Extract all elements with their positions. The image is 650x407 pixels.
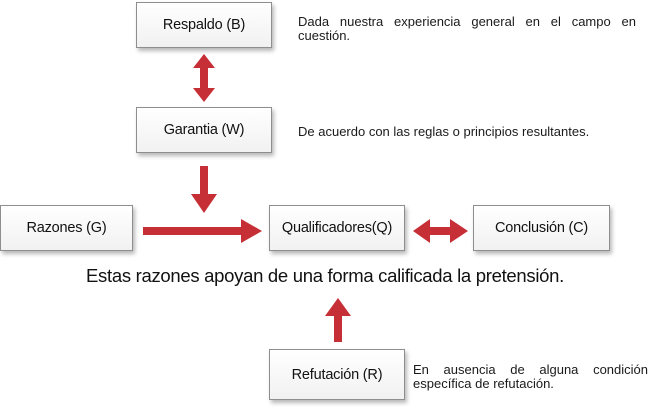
- note-refutacion: En ausencia de alguna condición específi…: [413, 362, 648, 391]
- arrow-garantia-down: [191, 166, 217, 213]
- node-respaldo: Respaldo (B): [136, 2, 272, 48]
- note-respaldo: Dada nuestra experiencia general en el c…: [298, 14, 636, 43]
- node-refutacion-label: Refutación (R): [291, 366, 383, 383]
- node-conclusion-label: Conclusión (C): [494, 220, 589, 236]
- node-refutacion: Refutación (R): [269, 349, 405, 400]
- center-caption: Estas razones apoyan de una forma califi…: [86, 265, 564, 286]
- node-conclusion: Conclusión (C): [473, 205, 610, 251]
- node-razones-label: Razones (G): [26, 220, 107, 236]
- note-garantia: De acuerdo con las reglas o principios r…: [298, 124, 590, 139]
- arrow-respaldo-garantia: [193, 54, 215, 102]
- arrow-refutacion-up: [325, 298, 351, 342]
- node-qualificadores-label: Qualificadores(Q): [281, 220, 393, 236]
- arrow-razones-qualificadores: [143, 219, 262, 243]
- node-razones: Razones (G): [0, 205, 133, 251]
- arrow-qualificadores-conclusion: [413, 219, 468, 243]
- node-garantia-label: Garantia (W): [163, 122, 245, 138]
- node-garantia: Garantia (W): [136, 107, 272, 153]
- node-qualificadores: Qualificadores(Q): [269, 205, 405, 251]
- node-respaldo-label: Respaldo (B): [162, 17, 246, 33]
